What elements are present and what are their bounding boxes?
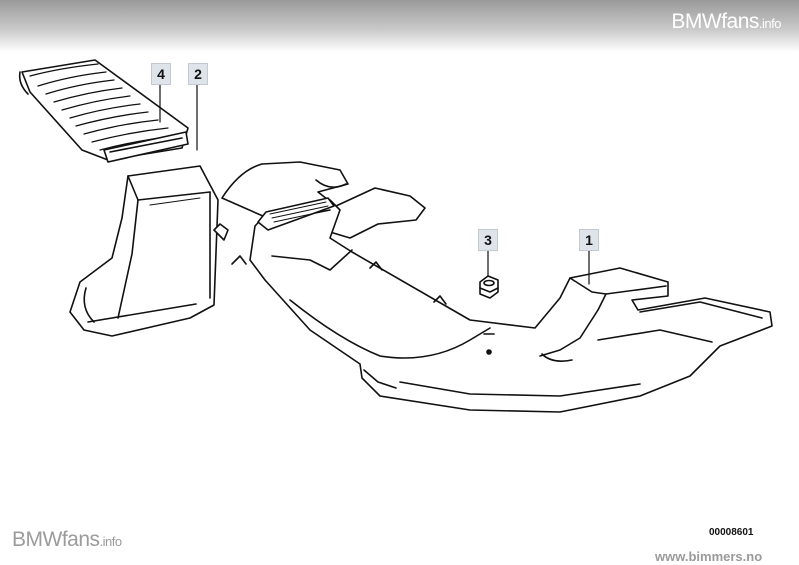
diagram-number: 00008601	[709, 527, 754, 538]
duct-elbow-part-2	[69, 165, 219, 337]
watermark-bottom-brand: BMWfans	[12, 528, 100, 551]
watermark-top-brand: BMWfans	[671, 10, 759, 33]
watermark-bottom-suffix: .info	[99, 534, 123, 549]
watermark-top: BMWfans.info	[671, 10, 781, 34]
callout-leader-lines	[159, 83, 590, 285]
header-gradient-band	[0, 0, 799, 52]
source-site-label: www.bimmers.no	[655, 549, 763, 564]
nut-part-3	[479, 275, 499, 299]
bellows-hose-part-4	[18, 59, 189, 163]
callout-4: 4	[151, 63, 171, 85]
callout-1: 1	[579, 229, 599, 251]
callout-2: 2	[188, 63, 208, 85]
callout-3: 3	[478, 229, 498, 251]
watermark-top-suffix: .info	[758, 16, 782, 31]
watermark-bottom: BMWfans.info	[12, 528, 122, 552]
main-air-duct-part-1	[213, 161, 773, 413]
